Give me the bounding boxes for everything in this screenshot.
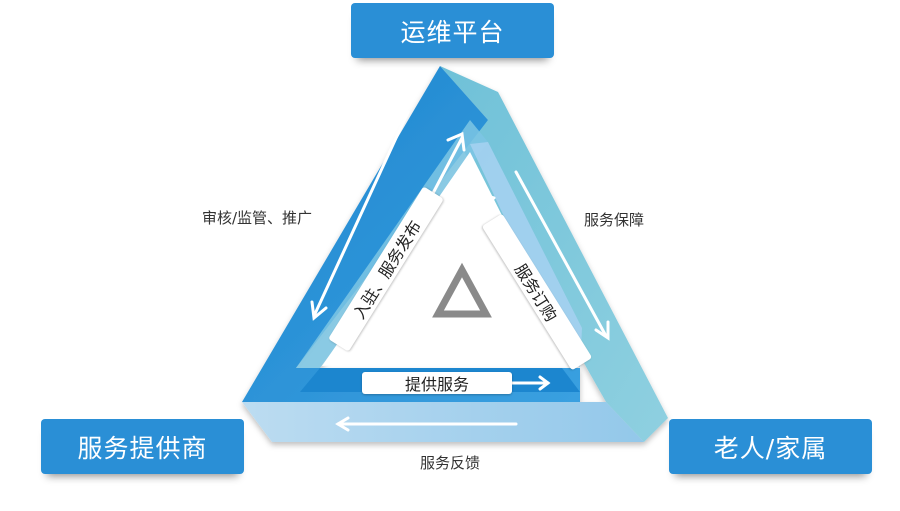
- node-elderly-family: 老人/家属: [669, 419, 872, 474]
- tag-provide-service: 提供服务: [362, 372, 512, 394]
- node-service-provider: 服务提供商: [41, 419, 244, 474]
- edge-label-audit: 审核/监管、推广: [202, 209, 313, 227]
- left-band: [242, 66, 580, 402]
- edge-label-feedback: 服务反馈: [420, 454, 481, 472]
- node-ops-platform: 运维平台: [351, 3, 554, 58]
- arrow-left-outer: [312, 110, 410, 318]
- bottom-band: [242, 402, 644, 442]
- edge-label-guarantee: 服务保障: [584, 211, 645, 229]
- triangle-logo-icon: [432, 262, 492, 318]
- arrow-right-outer: [514, 170, 608, 338]
- inner-white-triangle: [322, 152, 570, 366]
